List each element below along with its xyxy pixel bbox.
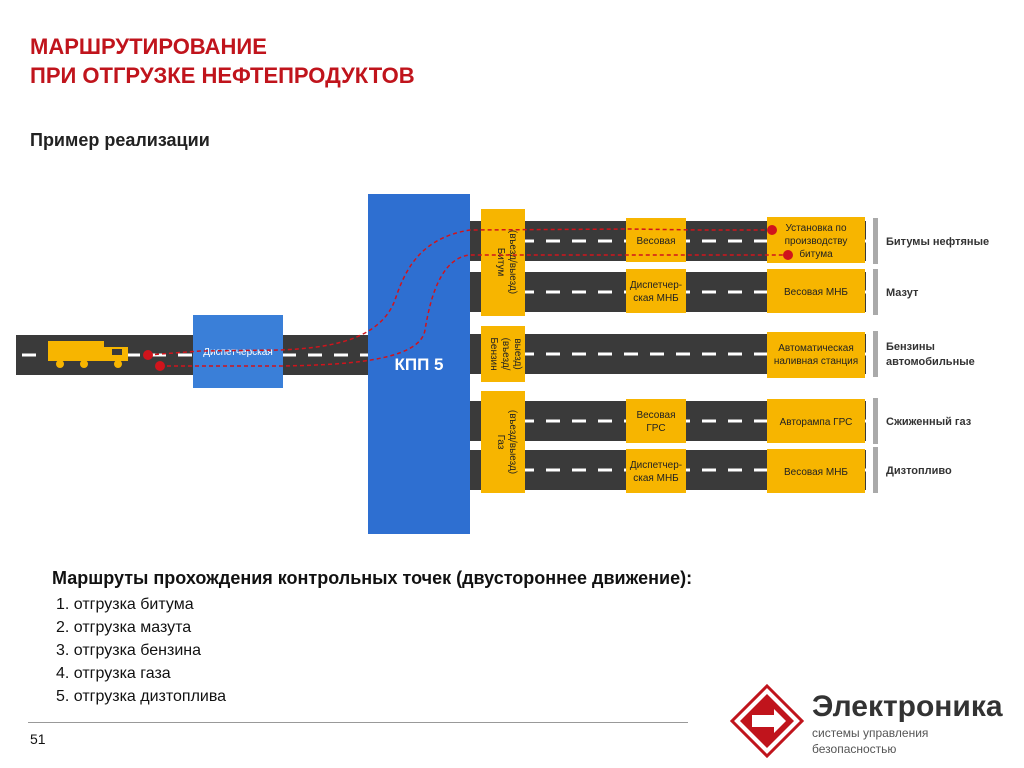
middle-box-gas <box>626 399 686 443</box>
gate-benzin-line3: выезд) <box>512 338 523 369</box>
middle-box-mazut <box>626 269 686 313</box>
product-bitumen: Битумы нефтяные <box>886 236 989 248</box>
routes-list: 1. отгрузка битума 2. отгрузка мазута 3.… <box>52 593 692 708</box>
gate-benzin <box>481 326 525 382</box>
route-num: 2. <box>56 619 70 636</box>
route-num: 1. <box>56 596 70 613</box>
footer-divider <box>28 722 688 723</box>
logo: Электроника системы управления безопасно… <box>812 690 1003 756</box>
route-text: отгрузка газа <box>73 665 171 682</box>
end-box-bitumen-line3: битума <box>799 248 833 260</box>
route-num: 3. <box>56 642 70 659</box>
end-box-bitumen-line2: производству <box>785 236 848 247</box>
page-number: 51 <box>30 731 46 747</box>
middle-box-diesel <box>626 449 686 493</box>
routes-section: Маршруты прохождения контрольных точек (… <box>52 568 692 708</box>
electronika-logo-icon <box>730 684 804 758</box>
road-end-markers <box>873 218 878 493</box>
route-text: отгрузка мазута <box>73 619 192 636</box>
end-box-benzin-line2: наливная станция <box>774 356 858 367</box>
logo-sub-line1: системы управления <box>812 726 929 740</box>
routing-diagram: Диспетчерская КПП 5 Битум (въезд/выезд) … <box>16 194 989 534</box>
end-box-mazut-line1: Весовая МНБ <box>784 287 848 298</box>
title-line-1: МАРШРУТИРОВАНИЕ <box>30 34 267 59</box>
route-end-point-2 <box>783 250 793 260</box>
route-num: 4. <box>56 665 70 682</box>
route-text: отгрузка бензина <box>73 642 201 659</box>
kpp-5-label: КПП 5 <box>395 355 444 374</box>
list-item: 2. отгрузка мазута <box>52 616 692 639</box>
product-diesel: Дизтопливо <box>886 465 952 477</box>
route-start-point-2 <box>155 361 165 371</box>
middle-box-mazut-line1: Диспетчер- <box>630 280 682 291</box>
gate-bitumen-line1: Битум <box>495 248 506 277</box>
route-text: отгрузка дизтоплива <box>73 688 227 705</box>
product-gas: Сжиженный газ <box>886 416 972 428</box>
page-subtitle: Пример реализации <box>30 130 210 150</box>
dispatcher-box <box>193 315 283 388</box>
product-benzin-line2: автомобильные <box>886 356 975 368</box>
end-box-diesel <box>767 449 865 493</box>
list-item: 3. отгрузка бензина <box>52 639 692 662</box>
gate-benzin-line2: (въезд/ <box>500 338 511 371</box>
end-box-mazut <box>767 269 865 313</box>
end-box-gas-line1: Авторампа ГРС <box>780 417 853 428</box>
gate-gas <box>481 391 525 493</box>
end-box-gas <box>767 399 865 443</box>
gate-gas-line2: (въезд/выезд) <box>507 410 518 474</box>
end-box-benzin <box>767 332 865 378</box>
end-box-benzin-line1: Автоматическая <box>778 343 854 354</box>
routes-heading: Маршруты прохождения контрольных точек (… <box>52 568 693 588</box>
page-title: МАРШРУТИРОВАНИЕ ПРИ ОТГРУЗКЕ НЕФТЕПРОДУК… <box>30 32 415 90</box>
product-benzin-line1: Бензины <box>886 341 935 353</box>
route-start-point-1 <box>143 350 153 360</box>
kpp-5-box <box>368 194 470 534</box>
route-path <box>147 228 788 367</box>
middle-box-bitumen-line1: Весовая <box>636 236 675 247</box>
list-item: 1. отгрузка битума <box>52 593 692 616</box>
middle-box-diesel-line1: Диспетчер- <box>630 460 682 471</box>
list-item: 5. отгрузка дизтоплива <box>52 685 692 708</box>
logo-name: Электроника <box>812 690 1003 723</box>
middle-box-gas-line2: ГРС <box>646 423 665 434</box>
title-line-2: ПРИ ОТГРУЗКЕ НЕФТЕПРОДУКТОВ <box>30 63 415 88</box>
route-num: 5. <box>56 688 70 705</box>
truck-icon <box>48 341 128 368</box>
gate-bitumen <box>481 209 525 316</box>
list-item: 4. отгрузка газа <box>52 662 692 685</box>
middle-box-gas-line1: Весовая <box>636 410 675 421</box>
middle-box-mazut-line2: ская МНБ <box>633 293 679 304</box>
end-box-diesel-line1: Весовая МНБ <box>784 467 848 478</box>
gate-benzin-line1: Бензин <box>488 337 499 370</box>
product-mazut: Мазут <box>886 287 919 299</box>
gate-gas-line1: Газ <box>495 435 506 450</box>
route-end-point-1 <box>767 225 777 235</box>
gate-bitumen-line2: (въезд/выезд) <box>507 230 518 294</box>
route-text: отгрузка битума <box>73 596 194 613</box>
dispatcher-label: Диспетчерская <box>203 347 273 358</box>
logo-sub-line2: безопасностью <box>812 742 897 756</box>
end-box-bitumen-line1: Установка по <box>785 223 846 234</box>
middle-box-diesel-line2: ская МНБ <box>633 473 679 484</box>
